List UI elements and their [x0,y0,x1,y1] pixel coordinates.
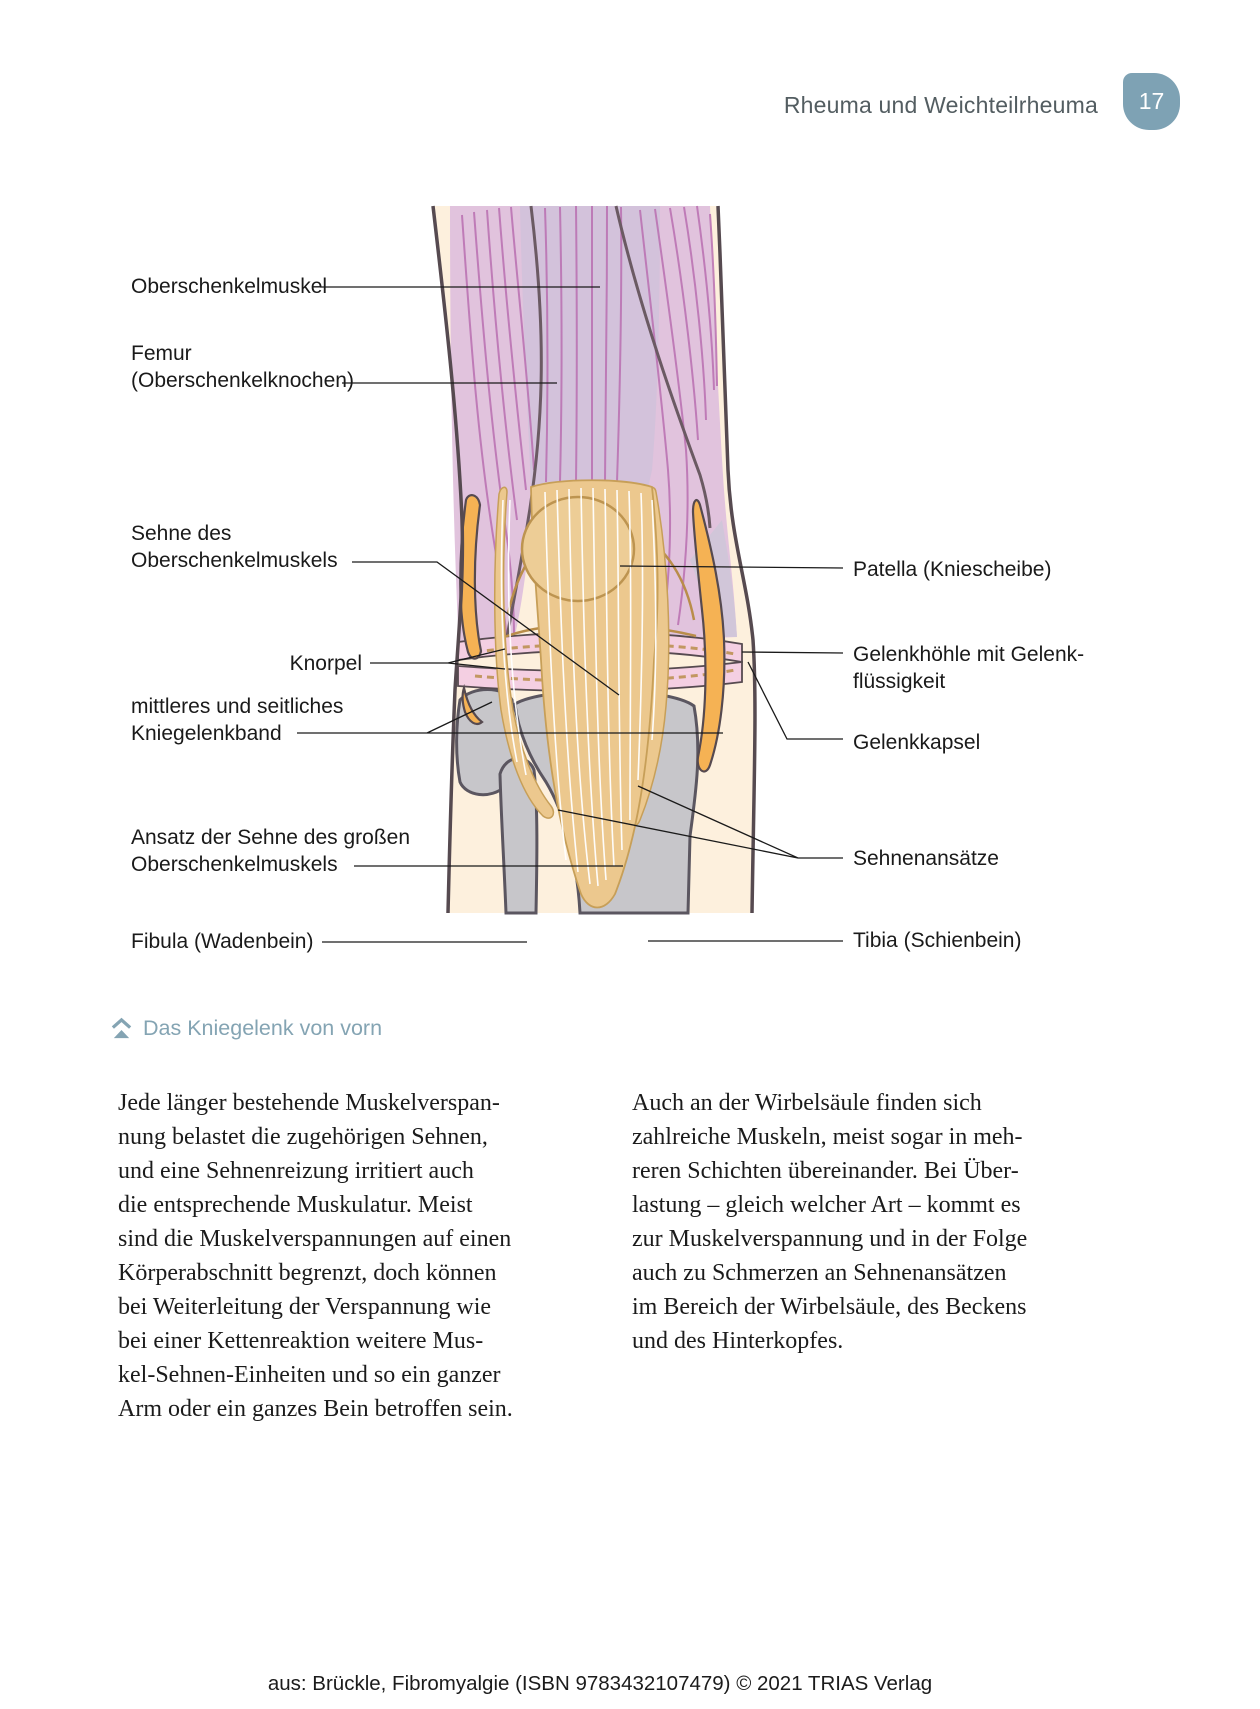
label-gelenkkapsel: Gelenkkapsel [853,731,981,754]
femur-outlines [501,524,697,640]
label-oberschenkelmuskel: Oberschenkelmuskel [131,275,328,298]
leg-outline [431,205,757,914]
label-tibia: Tibia (Schienbein) [853,929,1022,952]
thigh-muscle [450,205,737,650]
label-patella: Patella (Kniescheibe) [853,558,1052,581]
footer-credit: aus: Brückle, Fibromyalgie (ISBN 9783432… [267,1672,933,1695]
fibula-bone [498,757,539,915]
leg-skin [433,206,755,913]
label-fibula: Fibula (Wadenbein) [131,930,314,953]
page-number-badge: 17 [1123,73,1180,130]
label-sehne-des-oberschenkelmuskels: Sehne des Oberschenkelmuskels [131,522,338,572]
label-knorpel: Knorpel [289,652,362,675]
patella [520,495,636,603]
bones [455,688,700,915]
medial-tendon-strap [628,486,670,827]
quadriceps-patellar-tendon [530,479,659,909]
label-femur: Femur (Oberschenkelknochen) [131,342,354,392]
label-ansatz-der-sehne: Ansatz der Sehne des großen Oberschenkel… [131,826,411,876]
cartilage-bands [457,631,743,692]
tibia-bone [513,689,700,915]
lateral-tendon-strap [493,486,555,819]
label-sehnenansaetze: Sehnenansätze [853,847,999,870]
figure-caption-text: Das Kniegelenk von vorn [143,1016,383,1040]
tendons [493,479,670,909]
label-kniegelenkband: mittleres und seitliches Kniegelenkband [131,695,344,745]
label-gelenkhoehle: Gelenkhöhle mit Gelenk- flüssigkeit [853,643,1085,693]
body-text-right-column: Auch an der Wirbelsäule finden sich zahl… [632,1090,1028,1354]
page-header-title: Rheuma und Weichteilrheuma [783,92,1098,118]
body-text-left-column: Jede länger bestehende Muskelverspan- nu… [118,1090,513,1422]
joint-capsule [459,494,726,773]
figure-caption: Das Kniegelenk von vorn [110,1016,382,1041]
page-number: 17 [1138,88,1165,114]
roof-chevron-icon [111,1017,132,1039]
lateral-condyle [455,688,516,797]
